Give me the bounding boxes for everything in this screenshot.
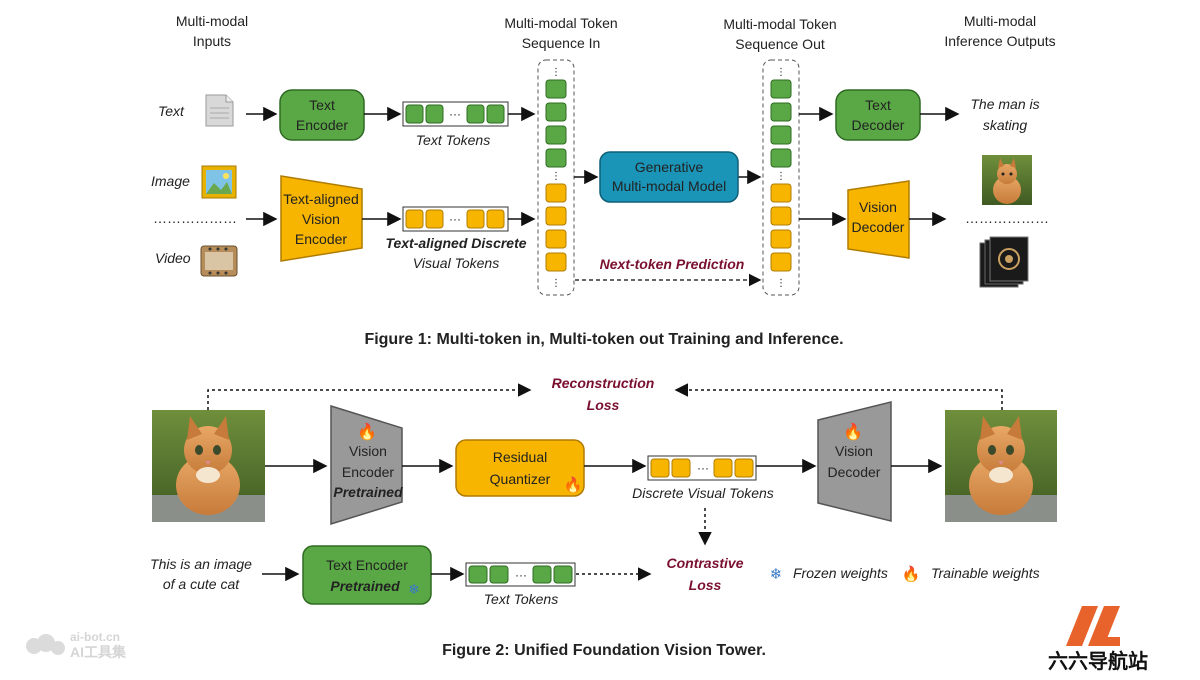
text-tokens-label: Text Tokens (416, 132, 490, 148)
text-encoder-box-fig2 (302, 545, 432, 605)
svg-text:···: ··· (449, 107, 461, 121)
text-encoder-label-1: Text (309, 97, 335, 113)
quantizer-label-2: Quantizer (490, 471, 551, 487)
fig2-vision-encoder-label-1: Vision (349, 443, 387, 459)
vision-encoder-label-1: Text-aligned (283, 191, 359, 207)
watermark-right: 六六导航站 (1048, 606, 1148, 673)
text-output-line2: skating (983, 117, 1028, 133)
text-decoder-label-1: Text (865, 97, 891, 113)
watermark-left-name: AI工具集 (70, 644, 127, 660)
vision-decoder-label-2: Decoder (852, 219, 905, 235)
svg-text:⋮: ⋮ (551, 67, 561, 78)
kitten-input-image (152, 410, 265, 522)
visual-tokens-label: Visual Tokens (413, 255, 499, 271)
figure2-caption: Figure 2: Unified Foundation Vision Towe… (442, 642, 766, 659)
kitten-reconstructed-image (945, 410, 1057, 522)
document-icon (205, 94, 234, 127)
svg-text:···: ··· (449, 212, 461, 226)
text-encoder-box (279, 89, 365, 141)
residual-quantizer-box (455, 439, 585, 497)
text-decoder-box (835, 89, 921, 141)
image-icon (201, 165, 237, 199)
contrastive-loss-line1: Contrastive (666, 555, 743, 571)
reconstruction-loss-line1: Reconstruction (552, 375, 655, 391)
vision-decoder-shape (817, 401, 892, 522)
output-ellipsis: ……………… (965, 210, 1049, 226)
seq-out-header-line1: Multi-modal Token (723, 16, 836, 32)
vision-encoder-label-3: Encoder (295, 231, 347, 247)
discrete-visual-token-strip: ··· (647, 455, 757, 481)
inputs-header-line1: Multi-modal (176, 13, 248, 29)
discrete-tokens-label: Discrete Visual Tokens (632, 485, 774, 501)
token-sequence-out: ⋮ ⋮ ⋮ (762, 59, 800, 296)
film-icon (200, 245, 238, 277)
outputs-header-line2: Inference Outputs (944, 33, 1055, 49)
visual-token-strip: ··· (402, 206, 509, 232)
vision-encoder-pretrained: Pretrained (333, 484, 403, 500)
seq-in-header-line2: Sequence In (522, 35, 601, 51)
fig2-vision-decoder-label-1: Vision (835, 443, 873, 459)
vision-decoder-shape-fig1 (847, 180, 910, 259)
seq-in-header-line1: Multi-modal Token (504, 15, 617, 31)
fig2-text-tokens-label: Text Tokens (484, 591, 558, 607)
flame-icon: 🔥 (902, 565, 921, 583)
flame-icon: 🔥 (843, 422, 863, 441)
quantizer-label-1: Residual (493, 449, 547, 465)
watermark-left: ai-bot.cn AI工具集 (26, 630, 127, 660)
contrastive-loss-line2: Loss (689, 577, 722, 593)
input-image-label: Image (151, 173, 190, 189)
svg-text:⋮: ⋮ (551, 278, 561, 289)
legend-frozen: Frozen weights (793, 565, 888, 581)
flame-icon: 🔥 (357, 422, 377, 441)
svg-text:···: ··· (697, 461, 709, 475)
svg-text:···: ··· (515, 568, 527, 582)
text-encoder-pretrained: Pretrained (330, 578, 400, 594)
text-token-strip: ··· (402, 101, 509, 127)
model-label-2: Multi-modal Model (612, 178, 726, 194)
fig2-text-token-strip: ··· (465, 562, 576, 587)
input-text-label: Text (158, 103, 185, 119)
text-encoder-label-2: Encoder (296, 117, 348, 133)
outputs-header-line1: Multi-modal (964, 13, 1036, 29)
generative-model-box (599, 151, 739, 203)
fig2-text-encoder-label: Text Encoder (326, 557, 408, 573)
svg-text:⋮: ⋮ (551, 171, 561, 182)
next-token-label: Next-token Prediction (600, 256, 745, 272)
vision-decoder-label-1: Vision (859, 199, 897, 215)
input-ellipsis: ……………… (153, 210, 237, 226)
watermark-right-name: 六六导航站 (1048, 649, 1148, 673)
watermark-left-url: ai-bot.cn (70, 630, 120, 644)
brand-logo-icon (1066, 606, 1098, 646)
text-aligned-vision-encoder-shape (280, 175, 363, 262)
svg-text:⋮: ⋮ (776, 67, 786, 78)
figure1-caption: Figure 1: Multi-token in, Multi-token ou… (364, 331, 843, 348)
snowflake-icon: ❄ (770, 566, 783, 583)
inputs-header-line2: Inputs (193, 33, 231, 49)
svg-text:⋮: ⋮ (776, 171, 786, 182)
fig2-vision-encoder-label-2: Encoder (342, 464, 394, 480)
vision-encoder-shape (330, 404, 403, 526)
input-video-label: Video (155, 250, 191, 266)
caption-input-line1: This is an image (150, 556, 252, 572)
snowflake-icon: ❄ (408, 581, 420, 597)
flame-icon: 🔥 (564, 476, 583, 494)
fig2-vision-decoder-label-2: Decoder (828, 464, 881, 480)
text-decoder-label-2: Decoder (852, 117, 905, 133)
text-output-line1: The man is (970, 96, 1039, 112)
svg-text:⋮: ⋮ (776, 278, 786, 289)
model-label-1: Generative (635, 159, 704, 175)
token-sequence-in: ⋮ ⋮ ⋮ (537, 59, 575, 296)
vision-encoder-label-2: Vision (302, 211, 340, 227)
caption-input-line2: of a cute cat (163, 576, 240, 592)
visual-tokens-label-bold: Text-aligned Discrete (385, 235, 526, 251)
reconstruction-loss-line2: Loss (587, 397, 620, 413)
video-output-frames (979, 236, 1029, 288)
legend-trainable: Trainable weights (931, 565, 1040, 581)
seq-out-header-line2: Sequence Out (735, 36, 825, 52)
kitten-output-thumbnail (982, 155, 1032, 205)
